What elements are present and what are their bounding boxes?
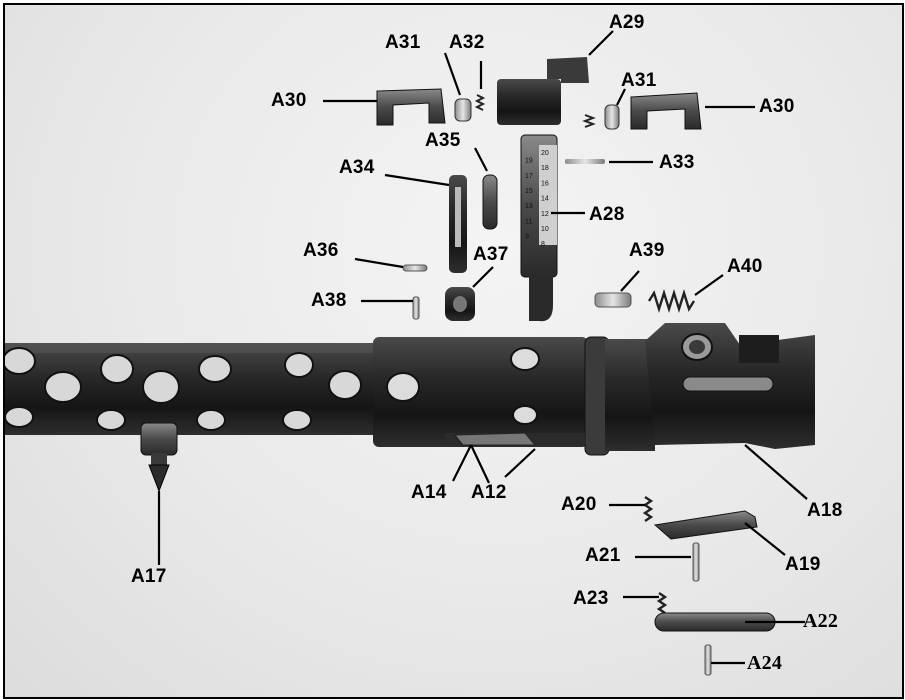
label-A30-right: A30 — [759, 96, 795, 117]
label-A28: A28 — [589, 204, 625, 225]
sight-scale-number: 13 — [525, 203, 533, 210]
label-A23: A23 — [573, 588, 609, 609]
label-A35: A35 — [425, 130, 461, 151]
label-A12: A12 — [471, 482, 507, 503]
label-A18: A18 — [807, 500, 843, 521]
sight-scale-number: 16 — [541, 180, 549, 187]
label-A29: A29 — [609, 12, 645, 33]
label-A14: A14 — [411, 482, 447, 503]
sight-scale-number: 17 — [525, 173, 533, 180]
rear-sight-parts — [376, 57, 702, 322]
leader-lines — [157, 30, 808, 665]
label-A30-left: A30 — [271, 90, 307, 111]
label-A31-right: A31 — [621, 70, 657, 91]
label-A17: A17 — [131, 566, 167, 587]
sight-scale-number: 12 — [541, 211, 549, 218]
label-A32: A32 — [449, 32, 485, 53]
label-A40: A40 — [727, 256, 763, 277]
label-A31-left: A31 — [385, 32, 421, 53]
sight-scale-number: 14 — [541, 196, 549, 203]
barrel-jacket — [5, 343, 380, 493]
label-A38: A38 — [311, 290, 347, 311]
sight-scale-number: 9 — [525, 234, 529, 241]
cooling-holes — [5, 347, 362, 431]
sight-scale-number: 8 — [541, 241, 545, 248]
sight-scale-number: 18 — [541, 165, 549, 172]
label-A20: A20 — [561, 494, 597, 515]
label-A22: A22 — [803, 610, 839, 632]
label-A33: A33 — [659, 152, 695, 173]
sight-scale-number: 19 — [525, 158, 533, 165]
label-A24: A24 — [747, 652, 783, 674]
sight-scale-number: 20 — [541, 150, 549, 157]
label-A36: A36 — [303, 240, 339, 261]
label-A19: A19 — [785, 554, 821, 575]
receiver — [373, 323, 815, 456]
trigger-parts — [642, 496, 776, 676]
label-A34: A34 — [339, 157, 375, 178]
exploded-parts-diagram: 20 19 18 17 16 15 14 13 12 11 10 9 8 A29 A31 A32 A31… — [3, 3, 904, 699]
parts-photo: 20 19 18 17 16 15 14 13 12 11 10 9 8 — [5, 30, 815, 676]
sight-scale: 20 19 18 17 16 15 14 13 12 11 10 9 8 — [525, 150, 549, 248]
label-A21: A21 — [585, 545, 621, 566]
sight-scale-number: 15 — [525, 188, 533, 195]
label-A37: A37 — [473, 244, 509, 265]
sight-scale-number: 11 — [525, 218, 532, 225]
label-A39: A39 — [629, 240, 665, 261]
sight-scale-number: 10 — [541, 226, 549, 233]
